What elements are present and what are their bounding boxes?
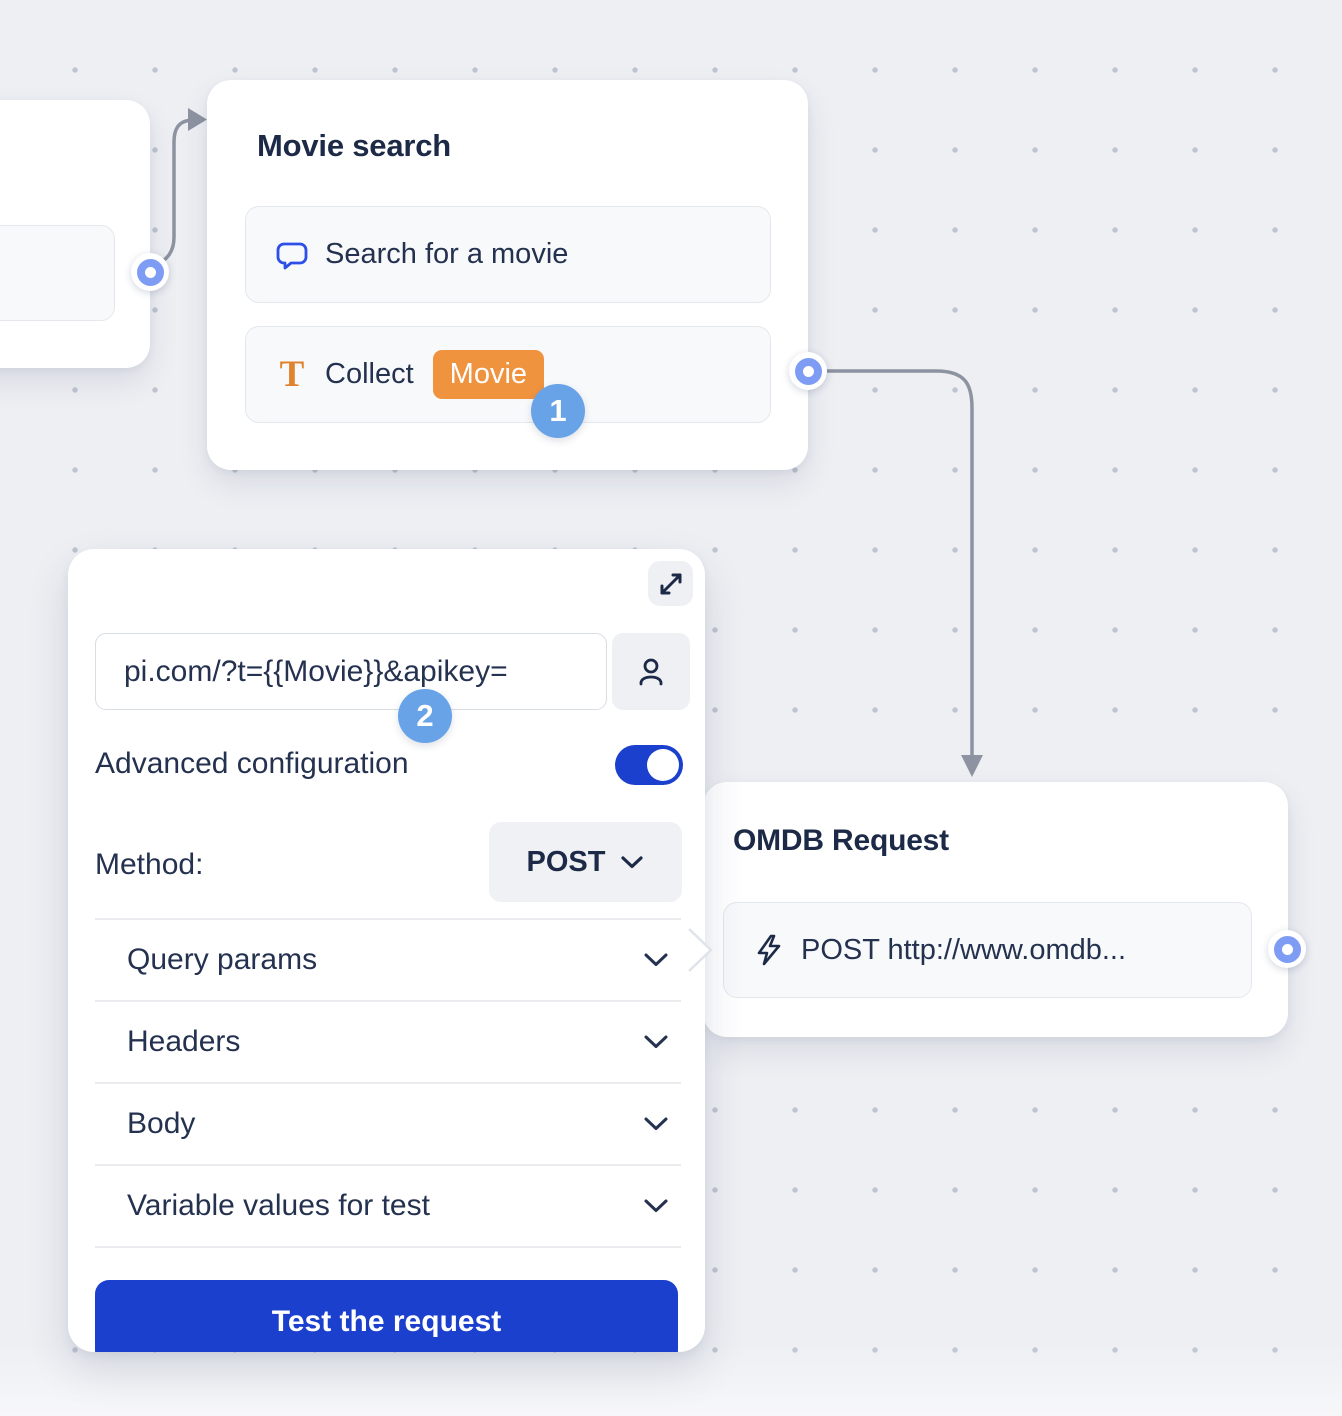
- node-item-label: Search for a movie: [325, 238, 569, 270]
- port-ring-icon: [136, 258, 164, 286]
- node-card-partial[interactable]: [0, 100, 150, 368]
- advanced-sections: Query params Headers Body Variable value…: [95, 918, 681, 1248]
- chevron-down-icon: [644, 953, 668, 966]
- node-item-partial[interactable]: [0, 225, 115, 321]
- connector-movie-to-omdb: [822, 369, 974, 758]
- node-item-label: Collect: [325, 358, 414, 390]
- method-dropdown[interactable]: POST: [489, 822, 682, 902]
- test-request-label: Test the request: [271, 1305, 502, 1338]
- node-card-movie-search[interactable]: Movie search Search for a movie T Collec…: [207, 80, 808, 470]
- expand-icon: [660, 573, 681, 594]
- text-input-icon: T: [279, 354, 305, 395]
- output-port-omdb-request[interactable]: [1268, 930, 1306, 968]
- node-item-search-for-movie[interactable]: Search for a movie: [245, 206, 771, 303]
- node-card-omdb-request[interactable]: OMDB Request POST http://www.omdb...: [703, 782, 1288, 1037]
- chevron-down-icon: [644, 1035, 668, 1048]
- section-row-headers[interactable]: Headers: [95, 1000, 681, 1082]
- step-2-badge: 2: [398, 689, 452, 743]
- advanced-configuration-toggle[interactable]: [615, 745, 683, 785]
- toggle-knob: [647, 749, 679, 781]
- variable-badge-movie: Movie: [432, 350, 545, 399]
- url-input[interactable]: [95, 633, 607, 710]
- chevron-down-icon: [644, 1117, 668, 1130]
- lightning-icon: [757, 934, 781, 966]
- section-row-body[interactable]: Body: [95, 1082, 681, 1164]
- node-item-label: POST http://www.omdb...: [801, 933, 1127, 966]
- method-value: POST: [526, 845, 606, 878]
- person-button[interactable]: [612, 633, 690, 710]
- port-ring-icon: [794, 357, 822, 385]
- connector-arrowhead-right: [188, 108, 207, 131]
- section-label: Variable values for test: [127, 1189, 430, 1222]
- connector-arrowhead-down: [961, 755, 983, 777]
- section-label: Headers: [127, 1025, 241, 1058]
- output-port-partial-card[interactable]: [131, 253, 169, 291]
- node-item-post-request[interactable]: POST http://www.omdb...: [723, 902, 1252, 998]
- node-item-collect-movie[interactable]: T Collect Movie: [245, 326, 771, 423]
- node-title: Movie search: [257, 128, 452, 163]
- webhook-config-panel[interactable]: Advanced configuration Method: POST Quer…: [68, 549, 705, 1352]
- node-title: OMDB Request: [733, 824, 949, 857]
- section-row-query-params[interactable]: Query params: [95, 918, 681, 1000]
- chat-bubble-icon: [276, 242, 308, 269]
- section-label: Query params: [127, 943, 318, 976]
- test-request-button[interactable]: Test the request: [95, 1280, 678, 1352]
- port-ring-icon: [1273, 935, 1301, 963]
- connector-left-to-movie: [152, 118, 196, 268]
- step-1-badge: 1: [531, 384, 585, 438]
- input-port-notch-icon: [688, 928, 713, 972]
- chevron-down-icon: [621, 855, 644, 868]
- advanced-configuration-label: Advanced configuration: [95, 747, 409, 780]
- chevron-down-icon: [644, 1199, 668, 1212]
- expand-button[interactable]: [648, 561, 693, 606]
- section-label: Body: [127, 1107, 196, 1140]
- section-row-variable-values[interactable]: Variable values for test: [95, 1164, 681, 1246]
- output-port-movie-search[interactable]: [789, 352, 827, 390]
- person-icon: [639, 658, 663, 685]
- method-label: Method:: [95, 848, 204, 881]
